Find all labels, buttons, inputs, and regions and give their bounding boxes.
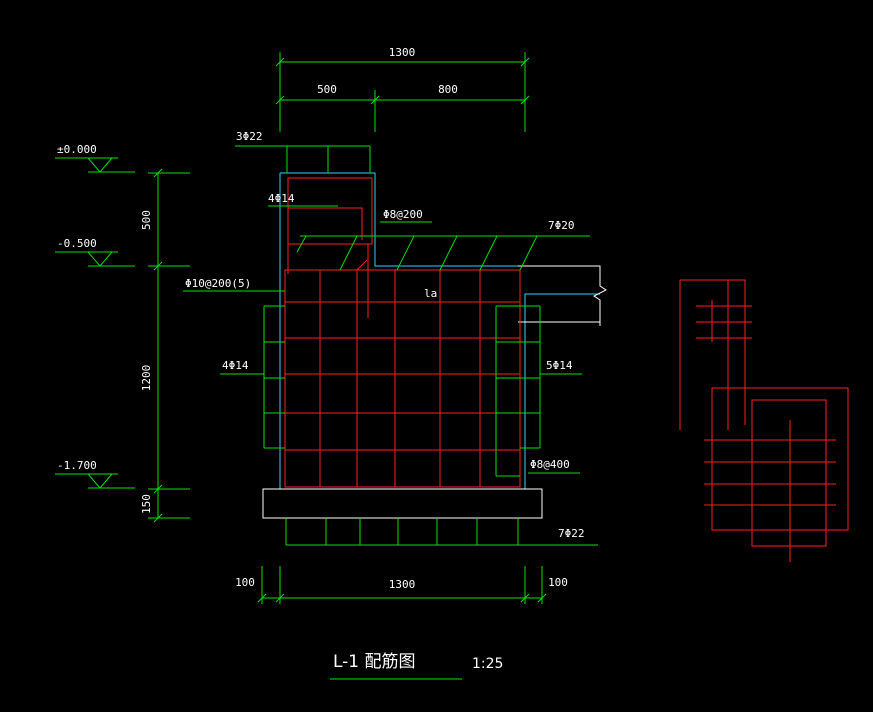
top-dimensions [275,52,530,132]
label-right-side: 5Φ14 [546,359,573,372]
elevation-0: ±0.000 [57,143,97,156]
label-top-bars: 3Φ22 [236,130,263,143]
dim-top-total: 1300 [389,46,416,59]
label-bottom-bars: 7Φ22 [558,527,585,540]
label-left-side: 4Φ14 [222,359,249,372]
dim-left-top: 500 [140,210,153,230]
label-anchor: la [424,287,437,300]
label-tie: Φ8@400 [530,458,570,471]
rebar-main [284,177,521,488]
dim-left-mid: 1200 [140,365,153,392]
drawing-scale: 1:25 [472,656,503,672]
left-dimensions [148,168,190,523]
stirrup-detail [679,279,849,562]
dim-top-right: 800 [438,83,458,96]
elevation-1: -0.500 [57,237,97,250]
bottom-dimensions [257,566,547,604]
label-main-stirrup: Φ10@200(5) [185,277,251,290]
dim-bottom-left: 100 [235,576,255,589]
footing-base [262,488,543,519]
label-small-stirrup: Φ8@200 [383,208,423,221]
leader-lines [183,205,582,474]
break-symbol [518,265,607,326]
dim-top-left: 500 [317,83,337,96]
dim-left-bottom: 150 [140,494,153,514]
label-ledge-bars: 7Φ20 [548,219,575,232]
drawing-title: L-1 配筋图 [333,652,416,672]
green-hatching [235,145,598,546]
dim-bottom-right: 100 [548,576,568,589]
label-upper-side: 4Φ14 [268,192,295,205]
elevation-markers [55,157,135,489]
dim-bottom-total: 1300 [389,578,416,591]
elevation-2: -1.700 [57,459,97,472]
